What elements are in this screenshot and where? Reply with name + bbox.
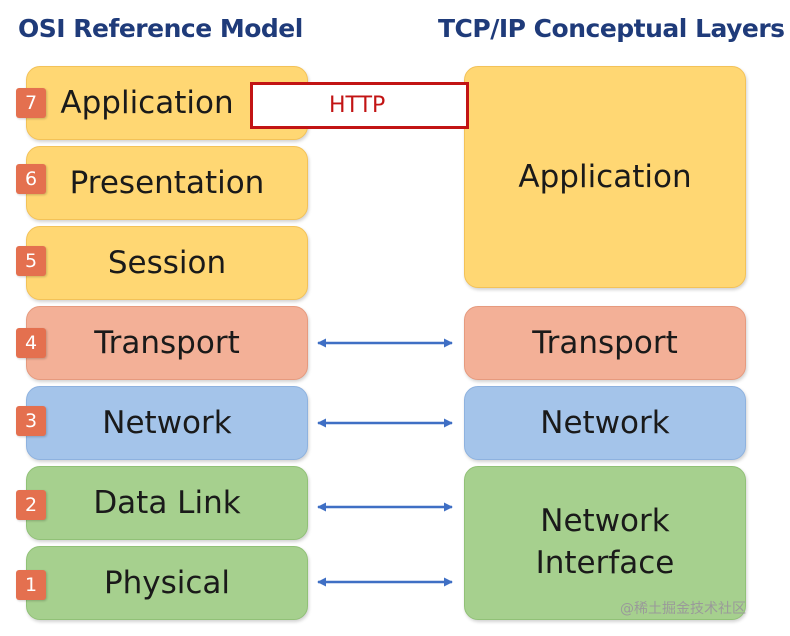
http-highlight-box: HTTP [250, 82, 469, 129]
tcpip-layer-label: Network Interface [535, 503, 675, 581]
layer-number-badge: 1 [16, 570, 46, 600]
osi-layer-label: Application [60, 84, 234, 121]
layer-number-badge: 7 [16, 88, 46, 118]
osi-layer-label: Network [102, 404, 232, 441]
osi-layer-data-link: Data Link [26, 466, 308, 540]
osi-layer-label: Presentation [69, 164, 265, 201]
layer-number-badge: 3 [16, 406, 46, 436]
http-label: HTTP [329, 93, 386, 118]
tcpip-layer-network-interface: Network Interface [464, 466, 746, 620]
osi-layer-label: Data Link [93, 484, 241, 521]
osi-layer-label: Transport [94, 324, 240, 361]
osi-layer-label: Physical [103, 564, 231, 601]
layer-number-badge: 6 [16, 164, 46, 194]
tcpip-layer-label: Application [518, 158, 692, 195]
osi-layer-physical: Physical [26, 546, 308, 620]
osi-layer-session: Session [26, 226, 308, 300]
layer-number-badge: 2 [16, 490, 46, 520]
tcpip-layer-application: Application [464, 66, 746, 288]
tcpip-title: TCP/IP Conceptual Layers [438, 14, 785, 43]
osi-title: OSI Reference Model [18, 14, 303, 43]
osi-layer-network: Network [26, 386, 308, 460]
tcpip-layer-network: Network [464, 386, 746, 460]
layer-number-badge: 5 [16, 246, 46, 276]
osi-layer-presentation: Presentation [26, 146, 308, 220]
layer-number-badge: 4 [16, 328, 46, 358]
osi-layer-label: Session [107, 244, 227, 281]
tcpip-layer-label: Transport [532, 324, 678, 361]
watermark-text: @稀土掘金技术社区 [620, 601, 746, 617]
osi-layer-transport: Transport [26, 306, 308, 380]
tcpip-layer-transport: Transport [464, 306, 746, 380]
tcpip-layer-label: Network [540, 404, 670, 441]
